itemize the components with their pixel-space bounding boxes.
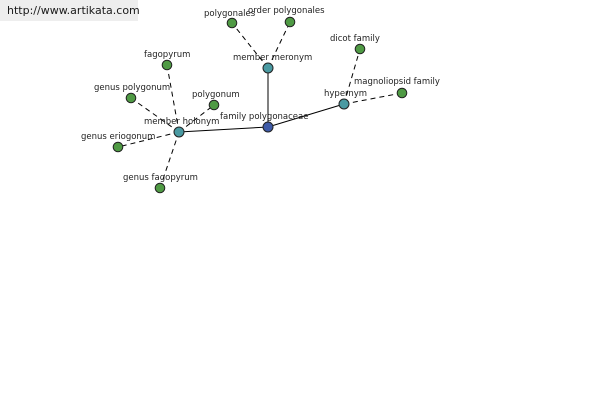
label-dicot-family[interactable]: dicot family <box>330 34 380 44</box>
edge-family-polygonaceae-to-member-holonym <box>178 126 269 133</box>
node-genus-eriogonum[interactable] <box>112 141 124 153</box>
label-genus-fagopyrum[interactable]: genus fagopyrum <box>123 173 198 183</box>
node-polygonales[interactable] <box>226 17 238 29</box>
label-order-polygonales[interactable]: order polygonales <box>248 6 325 16</box>
edge-hypernym-to-magnoliopsid-family <box>343 92 403 105</box>
edge-hypernym-to-dicot-family <box>343 48 361 105</box>
site-url-text[interactable]: http://www.artikata.com <box>7 4 140 17</box>
node-magnoliopsid-family[interactable] <box>396 87 408 99</box>
edge-member-meronym-to-polygonales <box>231 22 269 69</box>
label-polygonum[interactable]: polygonum <box>192 90 240 100</box>
label-hypernym[interactable]: hypernym <box>324 89 367 99</box>
label-genus-eriogonum[interactable]: genus eriogonum <box>81 132 155 142</box>
node-dicot-family[interactable] <box>354 43 366 55</box>
node-genus-fagopyrum[interactable] <box>154 182 166 194</box>
node-hypernym[interactable] <box>338 98 350 110</box>
edge-member-holonym-to-genus-eriogonum <box>117 131 180 148</box>
label-polygonales[interactable]: polygonales <box>204 9 256 19</box>
node-fagopyrum[interactable] <box>161 59 173 71</box>
edge-member-holonym-to-fagopyrum <box>166 64 180 133</box>
edges-layer <box>117 21 403 189</box>
label-member-holonym[interactable]: member holonym <box>144 117 219 127</box>
edge-family-polygonaceae-to-hypernym <box>267 103 345 128</box>
node-order-polygonales[interactable] <box>284 16 296 28</box>
label-family-polygonaceae[interactable]: family polygonaceae <box>220 112 308 122</box>
site-url-banner[interactable]: http://www.artikata.com <box>0 0 140 21</box>
edge-member-holonym-to-genus-polygonum <box>130 97 180 133</box>
label-member-meronym[interactable]: member meronym <box>233 53 312 63</box>
nodes-layer <box>112 16 408 194</box>
edge-member-holonym-to-polygonum <box>178 104 215 133</box>
node-genus-polygonum[interactable] <box>125 92 137 104</box>
label-magnoliopsid-family[interactable]: magnoliopsid family <box>354 77 440 87</box>
node-polygonum[interactable] <box>208 99 220 111</box>
node-member-holonym[interactable] <box>173 126 185 138</box>
edge-member-holonym-to-genus-fagopyrum <box>159 131 180 189</box>
label-fagopyrum[interactable]: fagopyrum <box>144 50 190 60</box>
node-family-polygonaceae[interactable] <box>262 121 274 133</box>
label-genus-polygonum[interactable]: genus polygonum <box>94 83 170 93</box>
node-member-meronym[interactable] <box>262 62 274 74</box>
